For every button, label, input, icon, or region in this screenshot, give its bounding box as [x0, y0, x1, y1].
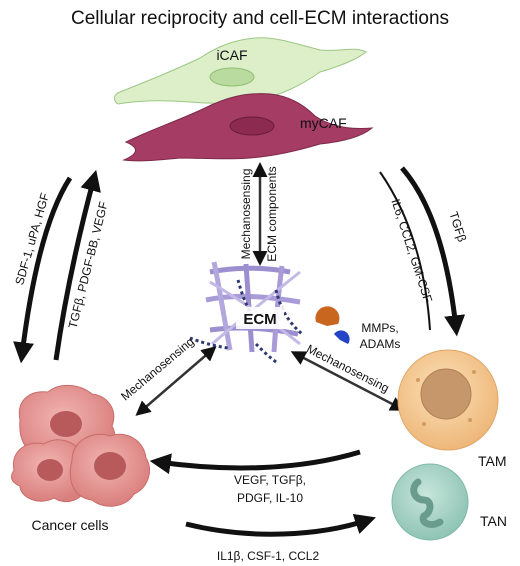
cancer-cells-illustration: [11, 385, 150, 507]
enzymes-label-line1: MMPs,: [361, 321, 398, 335]
icaf-label: iCAF: [216, 47, 247, 63]
caf-to-tam-label: TGFβ: [446, 210, 469, 244]
tan-cell-illustration: [391, 463, 469, 541]
cancer-cells-label: Cancer cells: [31, 517, 108, 533]
tam-to-cancer-arrow: [149, 449, 361, 475]
tam-to-cancer-label-line1: VEGF, TGFβ,: [234, 473, 306, 487]
enzymes-label-line2: ADAMs: [360, 337, 401, 351]
tan-label: TAN: [480, 513, 507, 529]
diagram-title: Cellular reciprocity and cell-ECM intera…: [71, 8, 449, 29]
mycaf-ecm-mechanosensing-label: Mechanosensing: [239, 169, 253, 260]
icaf-cell-illustration: [113, 37, 367, 105]
caf-to-cancer-arrow: [13, 176, 73, 364]
tam-label: TAM: [478, 453, 507, 469]
cancer-to-tam-label: IL1β, CSF-1, CCL2: [217, 549, 320, 563]
mycaf-label: myCAF: [300, 115, 347, 131]
adam-enzyme-icon: [334, 330, 350, 344]
cancer-ecm-mechanosensing-label: Mechanosensing: [118, 334, 197, 403]
tam-cell-illustration: [397, 349, 499, 451]
cancer-ecm-arrow: [135, 346, 217, 416]
tam-to-cancer-label-line2: PDGF, IL-10: [237, 491, 303, 505]
mycaf-ecm-components-label: ECM components: [265, 166, 279, 261]
mmp-enzyme-icon: [315, 306, 340, 326]
ecm-label: ECM: [243, 311, 276, 328]
tam-to-caf-arrow: [379, 171, 431, 331]
mycaf-cell-illustration: [122, 93, 374, 162]
ecm-mesh-illustration: [189, 261, 303, 364]
caf-to-tam-arrow: [400, 166, 466, 337]
cancer-to-caf-arrow: [53, 169, 101, 361]
cancer-to-tam-arrow: [185, 514, 376, 537]
tam-ecm-arrow: [290, 351, 406, 411]
